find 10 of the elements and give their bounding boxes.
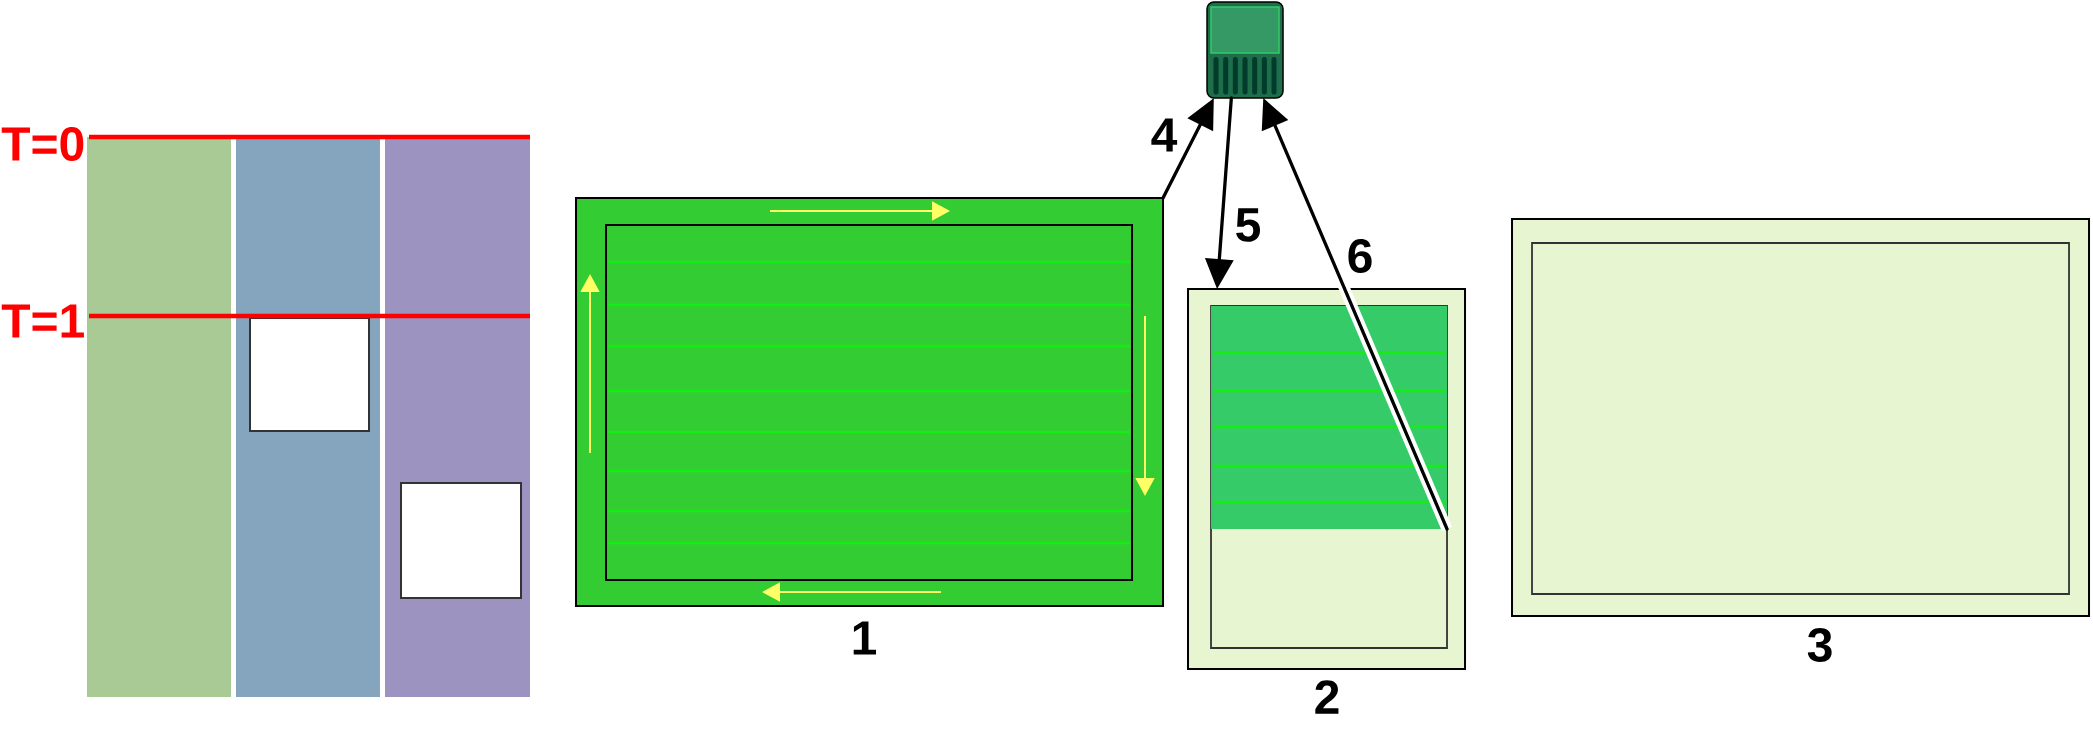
edge-label: 5 xyxy=(1232,206,1264,244)
time-label: T=0 xyxy=(1,127,84,161)
time-label: T=1 xyxy=(1,304,84,338)
edge-label: 4 xyxy=(1148,116,1180,154)
number-label: 2 xyxy=(1315,680,1339,714)
number-label: 3 xyxy=(1807,628,1832,663)
number-label: 1 xyxy=(853,621,876,655)
striped-region xyxy=(1211,306,1447,529)
memory-chip xyxy=(1206,1,1284,99)
edge-label: 6 xyxy=(1344,237,1376,275)
